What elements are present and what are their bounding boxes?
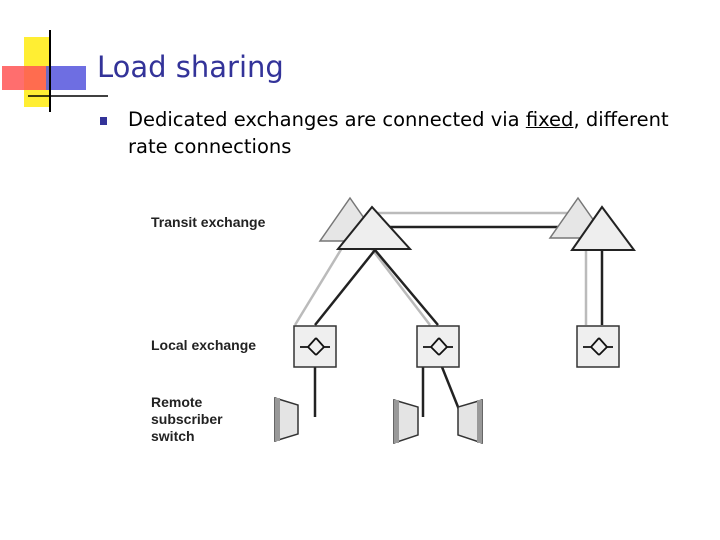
link-transit-a-local-2-gray <box>364 239 431 326</box>
logo-blue-block <box>46 66 86 90</box>
link-transit-b-local-1 <box>314 249 376 326</box>
transit-triangle-front <box>335 205 413 250</box>
remote-switch-edge <box>275 398 280 441</box>
label-remote-line3: switch <box>151 428 195 444</box>
remote-switch-2 <box>393 399 419 445</box>
local-exchange-1 <box>293 325 337 368</box>
logo-red-block <box>2 66 46 90</box>
local-exchange-3 <box>576 325 620 368</box>
transit-triangle-front <box>570 205 636 251</box>
exchange-network-diagram: Transit exchange Local exchange Remote s… <box>151 196 636 445</box>
switch-icon <box>300 337 330 356</box>
label-transit-exchange: Transit exchange <box>151 214 266 230</box>
switch-icon <box>583 337 613 356</box>
slide-title: Load sharing <box>97 50 284 84</box>
label-local-exchange: Local exchange <box>151 337 256 353</box>
remote-switch-3 <box>457 399 483 445</box>
bullet-text: Dedicated exchanges are connected via fi… <box>128 106 688 160</box>
remote-switch-edge <box>394 400 399 443</box>
label-remote-line1: Remote <box>151 394 203 410</box>
link-transit-a-local-1 <box>293 242 347 326</box>
label-remote-line2: subscriber <box>151 411 223 427</box>
slide-logo-graphic <box>2 30 108 112</box>
remote-switch-1 <box>274 396 299 443</box>
transit-exchange-left <box>318 196 413 250</box>
link-transit-b-local-2 <box>374 249 439 326</box>
local-exchange-2 <box>416 325 460 368</box>
switch-icon <box>423 337 453 356</box>
remote-switch-edge <box>477 400 482 443</box>
bullet-text-emphasis: fixed <box>525 108 574 131</box>
bullet-square-icon <box>100 117 107 125</box>
bullet-text-after: , different rate connections <box>128 108 669 158</box>
bullet-text-before: Dedicated exchanges are connected via <box>128 108 526 131</box>
network-links <box>293 211 604 418</box>
transit-exchange-right <box>548 196 636 251</box>
